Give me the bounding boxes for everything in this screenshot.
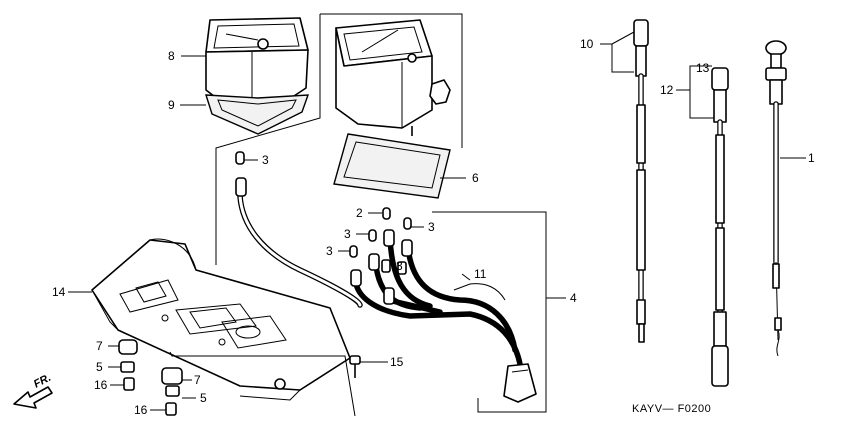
tachometer-cable-12 (711, 67, 729, 387)
bulb-sockets (235, 151, 412, 258)
callout-13: 13 (696, 61, 710, 75)
callout-5: 5 (200, 391, 207, 405)
gasket-6 (333, 133, 451, 199)
panel-hardware-frame (169, 351, 356, 417)
callout-8: 8 (168, 49, 175, 63)
callout-3: 3 (344, 227, 351, 241)
callout-leaders (68, 31, 806, 411)
callout-4: 4 (570, 291, 577, 305)
wire-harness (235, 177, 537, 403)
callout-14: 14 (52, 285, 66, 299)
callout-16: 16 (134, 403, 148, 417)
callout-3: 3 (326, 244, 333, 258)
diagram-code: KAYV— F0200 (632, 403, 711, 415)
callout-9: 9 (168, 98, 175, 112)
callout-3: 3 (262, 153, 269, 167)
meter-assembly-frame (215, 13, 463, 265)
meter-unit (335, 19, 451, 136)
wire-harness-frame (432, 211, 547, 413)
callout-5: 5 (96, 360, 103, 374)
callout-16: 16 (94, 378, 108, 392)
callout-11: 11 (474, 267, 487, 281)
meter-panel-14 (91, 238, 351, 401)
choke-cable-1 (765, 40, 787, 357)
callout-7: 7 (194, 373, 201, 387)
callout-3: 3 (396, 259, 403, 273)
callout-6: 6 (472, 171, 479, 185)
callout-15: 15 (390, 355, 404, 369)
front-direction-label: FR. (32, 372, 53, 391)
callout-7: 7 (96, 339, 103, 353)
callout-3: 3 (428, 220, 435, 234)
mounting-hardware (118, 339, 361, 416)
callout-12: 12 (660, 83, 674, 97)
speedometer-cable-10 (633, 19, 649, 343)
callout-2: 2 (356, 206, 363, 220)
gasket-9 (205, 94, 310, 135)
front-direction-arrow-icon (13, 386, 53, 409)
callout-10: 10 (580, 37, 594, 51)
callout-1: 1 (808, 151, 815, 165)
meter-cover-8 (205, 17, 309, 111)
